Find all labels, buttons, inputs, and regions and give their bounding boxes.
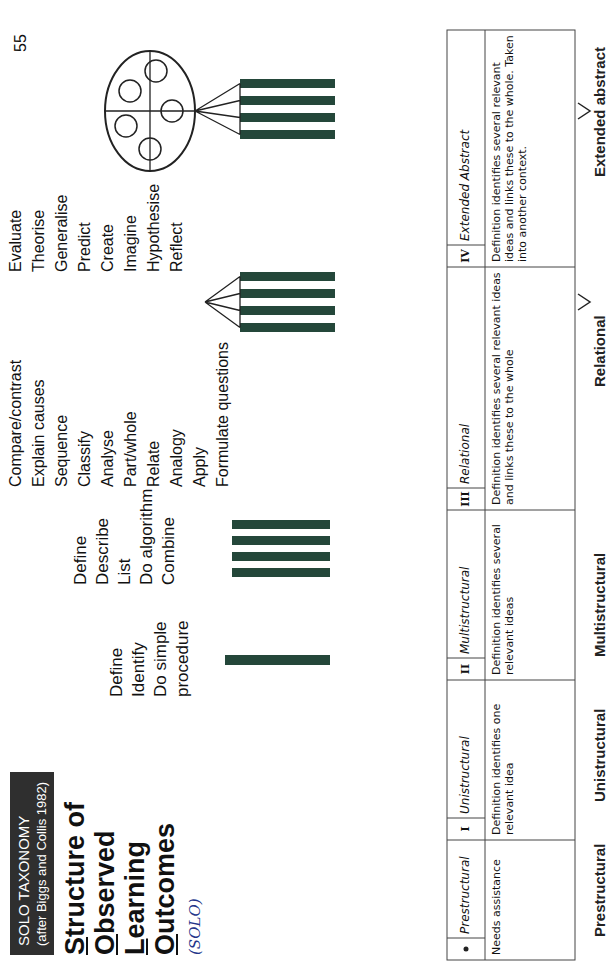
verb-item: Do algorithm bbox=[136, 489, 158, 585]
idea-circle bbox=[115, 115, 137, 137]
bar bbox=[240, 323, 335, 332]
level-numeral: II bbox=[458, 658, 473, 680]
verb-item: Sequence bbox=[50, 415, 73, 487]
verb-item: Create bbox=[96, 224, 119, 272]
bar bbox=[225, 655, 330, 665]
verb-item: Combine bbox=[158, 517, 180, 585]
bar bbox=[240, 272, 335, 281]
chevrons bbox=[578, 103, 590, 310]
verb-item: Describe bbox=[92, 518, 114, 585]
bar bbox=[232, 568, 330, 577]
box-subtitle: (after Biggs and Collis 1982) bbox=[33, 781, 50, 946]
slide-heading: Structure of Observed Learning Outcomes bbox=[60, 777, 180, 955]
verb-item: Compare/contrast bbox=[4, 360, 27, 487]
verb-item: Apply bbox=[188, 447, 211, 487]
verb-item: Do simple procedure bbox=[150, 602, 194, 697]
bar bbox=[240, 306, 335, 315]
table-grid bbox=[447, 30, 575, 960]
verb-item: Analogy bbox=[165, 429, 188, 487]
verb-item: Evaluate bbox=[4, 210, 27, 272]
table-cell: Definition identifies several relevant i… bbox=[490, 515, 516, 675]
table-cell: Definition identifies several relevant i… bbox=[490, 272, 516, 505]
level-numeral: IV bbox=[458, 245, 473, 267]
bar bbox=[240, 96, 335, 105]
verb-item: List bbox=[114, 559, 136, 585]
bar bbox=[240, 130, 335, 139]
bar bbox=[232, 552, 330, 561]
table-border bbox=[447, 30, 575, 960]
verb-item: Define bbox=[106, 648, 128, 697]
verb-item: Part/whole bbox=[119, 411, 142, 487]
bullet bbox=[464, 947, 469, 952]
title-box: SOLO TAXONOMY(after Biggs and Collis 198… bbox=[10, 772, 54, 955]
verb-item: Predict bbox=[73, 222, 96, 272]
bar bbox=[232, 536, 330, 545]
bar bbox=[240, 113, 335, 122]
verb-item: Imagine bbox=[119, 215, 142, 272]
level-name: Relational bbox=[591, 315, 609, 387]
verb-item: Formulate questions bbox=[211, 342, 234, 487]
table-cell: Definition identifies several relevant i… bbox=[490, 35, 529, 262]
verb-item: Generalise bbox=[50, 195, 73, 272]
verb-item: Identify bbox=[128, 642, 150, 697]
header-dividers bbox=[447, 245, 485, 938]
verb-item: Hypothesise bbox=[142, 184, 165, 272]
tree-lines bbox=[195, 84, 240, 135]
table-cell: Definition identifies one relevant idea bbox=[490, 685, 516, 835]
chevron bbox=[578, 103, 590, 119]
ellipse-axes bbox=[105, 51, 195, 171]
verb-item: Define bbox=[70, 536, 92, 585]
level-name: Extended abstract bbox=[591, 47, 609, 177]
verb-item: Analyse bbox=[96, 430, 119, 487]
level-header: Multistructural bbox=[458, 514, 473, 654]
box-heading: SOLO TAXONOMY bbox=[14, 781, 33, 946]
level-header: Unistructural bbox=[458, 684, 473, 814]
idea-circle bbox=[119, 80, 141, 102]
handwritten-note: (SOLO) bbox=[186, 898, 204, 955]
level-numeral: I bbox=[458, 818, 473, 840]
level-bars bbox=[225, 79, 335, 665]
ellipse bbox=[105, 51, 195, 171]
verb-item: Reflect bbox=[165, 222, 188, 272]
link-tree bbox=[195, 84, 240, 328]
table-cell: Needs assistance bbox=[490, 845, 503, 955]
chevron bbox=[578, 294, 590, 310]
level-header: Prestructural bbox=[458, 844, 473, 934]
table-lines bbox=[447, 30, 575, 960]
bar bbox=[240, 289, 335, 298]
verb-item: Theorise bbox=[27, 210, 50, 272]
bar bbox=[240, 79, 335, 88]
level-numeral: III bbox=[458, 488, 473, 510]
verb-item: Relate bbox=[142, 441, 165, 487]
level-header: Relational bbox=[458, 271, 473, 484]
idea-circle bbox=[139, 138, 161, 160]
idea-circle bbox=[145, 60, 167, 82]
idea-circle bbox=[161, 100, 183, 122]
level-name: Prestructural bbox=[591, 844, 609, 937]
verb-item: Explain causes bbox=[27, 379, 50, 487]
level-name: Unistructural bbox=[591, 709, 609, 802]
abstract-ellipse bbox=[105, 51, 195, 171]
bar bbox=[232, 520, 330, 529]
page-number: 55 bbox=[12, 34, 30, 52]
verb-item: Classify bbox=[73, 431, 96, 487]
level-name: Multistructural bbox=[591, 553, 609, 657]
tree-lines bbox=[205, 277, 240, 328]
level-header: Extended Abstract bbox=[458, 34, 473, 241]
